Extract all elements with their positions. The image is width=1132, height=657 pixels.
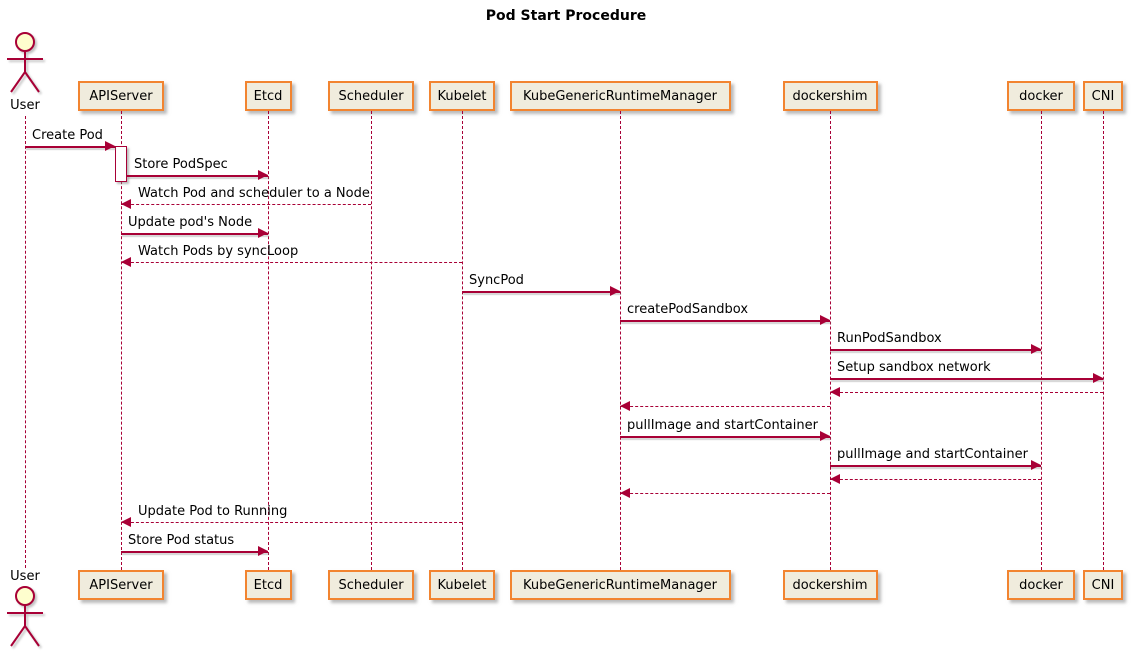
participant-box-scheduler-bottom: Scheduler xyxy=(328,570,414,600)
lifeline-kubelet xyxy=(462,111,463,570)
message-store-pod-status-arrowhead xyxy=(258,546,268,556)
return-message-line xyxy=(830,392,1103,393)
message-pullimage-and-startcontainer-line xyxy=(620,436,830,438)
actor-figure-user-bottom xyxy=(0,585,51,655)
participant-box-kubelet-bottom: Kubelet xyxy=(429,570,495,600)
lifeline-cni xyxy=(1103,111,1104,570)
return-message-line xyxy=(620,406,830,407)
participant-box-docker-top: docker xyxy=(1007,81,1075,111)
participant-box-etcd-bottom: Etcd xyxy=(244,570,292,600)
message-watch-pod-and-scheduler-to-a-node-line xyxy=(121,204,371,205)
message-update-pod-to-running-line xyxy=(121,522,462,523)
participant-box-cni-bottom: CNI xyxy=(1083,570,1123,600)
lifeline-user xyxy=(25,116,26,568)
participant-box-dockershim-top: dockershim xyxy=(782,81,878,111)
message-createpodsandbox-arrowhead xyxy=(820,315,830,325)
return-message-arrowhead xyxy=(830,387,840,397)
return-message-line xyxy=(830,479,1041,480)
message-watch-pods-by-syncloop-arrowhead xyxy=(121,257,131,267)
return-message-arrowhead xyxy=(830,474,840,484)
participant-box-kubelet-top: Kubelet xyxy=(429,81,495,111)
lifeline-etcd xyxy=(268,111,269,570)
participant-box-dockershim-bottom: dockershim xyxy=(782,570,878,600)
message-update-pod-to-running-label: Update Pod to Running xyxy=(138,504,288,519)
participant-box-scheduler-top: Scheduler xyxy=(328,81,414,111)
return-message-arrowhead xyxy=(620,488,630,498)
message-pullimage-and-startcontainer-arrowhead xyxy=(820,431,830,441)
message-syncpod-label: SyncPod xyxy=(469,273,524,288)
participant-box-kubegenericruntimemanager-top: KubeGenericRuntimeManager xyxy=(509,81,731,111)
participant-box-cni-top: CNI xyxy=(1083,81,1123,111)
return-message-arrowhead xyxy=(620,401,630,411)
lifeline-apiserver xyxy=(121,111,122,570)
message-pullimage-and-startcontainer-label: pullImage and startContainer xyxy=(627,418,818,433)
diagram-title: Pod Start Procedure xyxy=(485,8,647,24)
participant-box-etcd-top: Etcd xyxy=(244,81,292,111)
lifeline-scheduler xyxy=(371,111,372,570)
participant-box-apiserver-top: APIServer xyxy=(78,81,164,111)
message-setup-sandbox-network-line xyxy=(830,378,1103,380)
message-syncpod-line xyxy=(462,291,620,293)
message-watch-pods-by-syncloop-line xyxy=(121,262,462,263)
message-runpodsandbox-label: RunPodSandbox xyxy=(837,331,942,346)
lifeline-docker xyxy=(1041,111,1042,570)
message-create-pod-label: Create Pod xyxy=(32,128,103,143)
message-setup-sandbox-network-arrowhead xyxy=(1093,373,1103,383)
participant-box-docker-bottom: docker xyxy=(1007,570,1075,600)
actor-figure-user-top xyxy=(0,31,51,101)
message-store-podspec-arrowhead xyxy=(258,170,268,180)
message-store-podspec-line xyxy=(127,175,268,177)
actor-label-user-bottom: User xyxy=(10,569,40,584)
message-runpodsandbox-line xyxy=(830,349,1041,351)
message-store-pod-status-line xyxy=(121,551,268,553)
message-createpodsandbox-label: createPodSandbox xyxy=(627,302,749,317)
participant-box-apiserver-bottom: APIServer xyxy=(78,570,164,600)
message-watch-pod-and-scheduler-to-a-node-arrowhead xyxy=(121,199,131,209)
message-create-pod-line xyxy=(25,146,115,148)
actor-label-user-top: User xyxy=(10,98,40,113)
message-createpodsandbox-line xyxy=(620,320,830,322)
message-create-pod-arrowhead xyxy=(105,141,115,151)
lifeline-kubegenericruntimemanager xyxy=(620,111,621,570)
message-pullimage-and-startcontainer-line xyxy=(830,465,1041,467)
message-update-pod-s-node-line xyxy=(121,233,268,235)
participant-box-kubegenericruntimemanager-bottom: KubeGenericRuntimeManager xyxy=(509,570,731,600)
message-store-pod-status-label: Store Pod status xyxy=(128,533,235,548)
message-runpodsandbox-arrowhead xyxy=(1031,344,1041,354)
message-syncpod-arrowhead xyxy=(610,286,620,296)
message-update-pod-s-node-label: Update pod's Node xyxy=(128,215,253,230)
return-message-line xyxy=(620,493,830,494)
message-watch-pod-and-scheduler-to-a-node-label: Watch Pod and scheduler to a Node xyxy=(138,186,370,201)
message-watch-pods-by-syncloop-label: Watch Pods by syncLoop xyxy=(138,244,299,259)
message-setup-sandbox-network-label: Setup sandbox network xyxy=(837,360,991,375)
message-store-podspec-label: Store PodSpec xyxy=(134,157,228,172)
activation-bar-apiserver xyxy=(115,146,127,182)
message-update-pod-to-running-arrowhead xyxy=(121,517,131,527)
lifeline-dockershim xyxy=(830,111,831,570)
message-pullimage-and-startcontainer-arrowhead xyxy=(1031,460,1041,470)
message-update-pod-s-node-arrowhead xyxy=(258,228,268,238)
message-pullimage-and-startcontainer-label: pullImage and startContainer xyxy=(837,447,1028,462)
